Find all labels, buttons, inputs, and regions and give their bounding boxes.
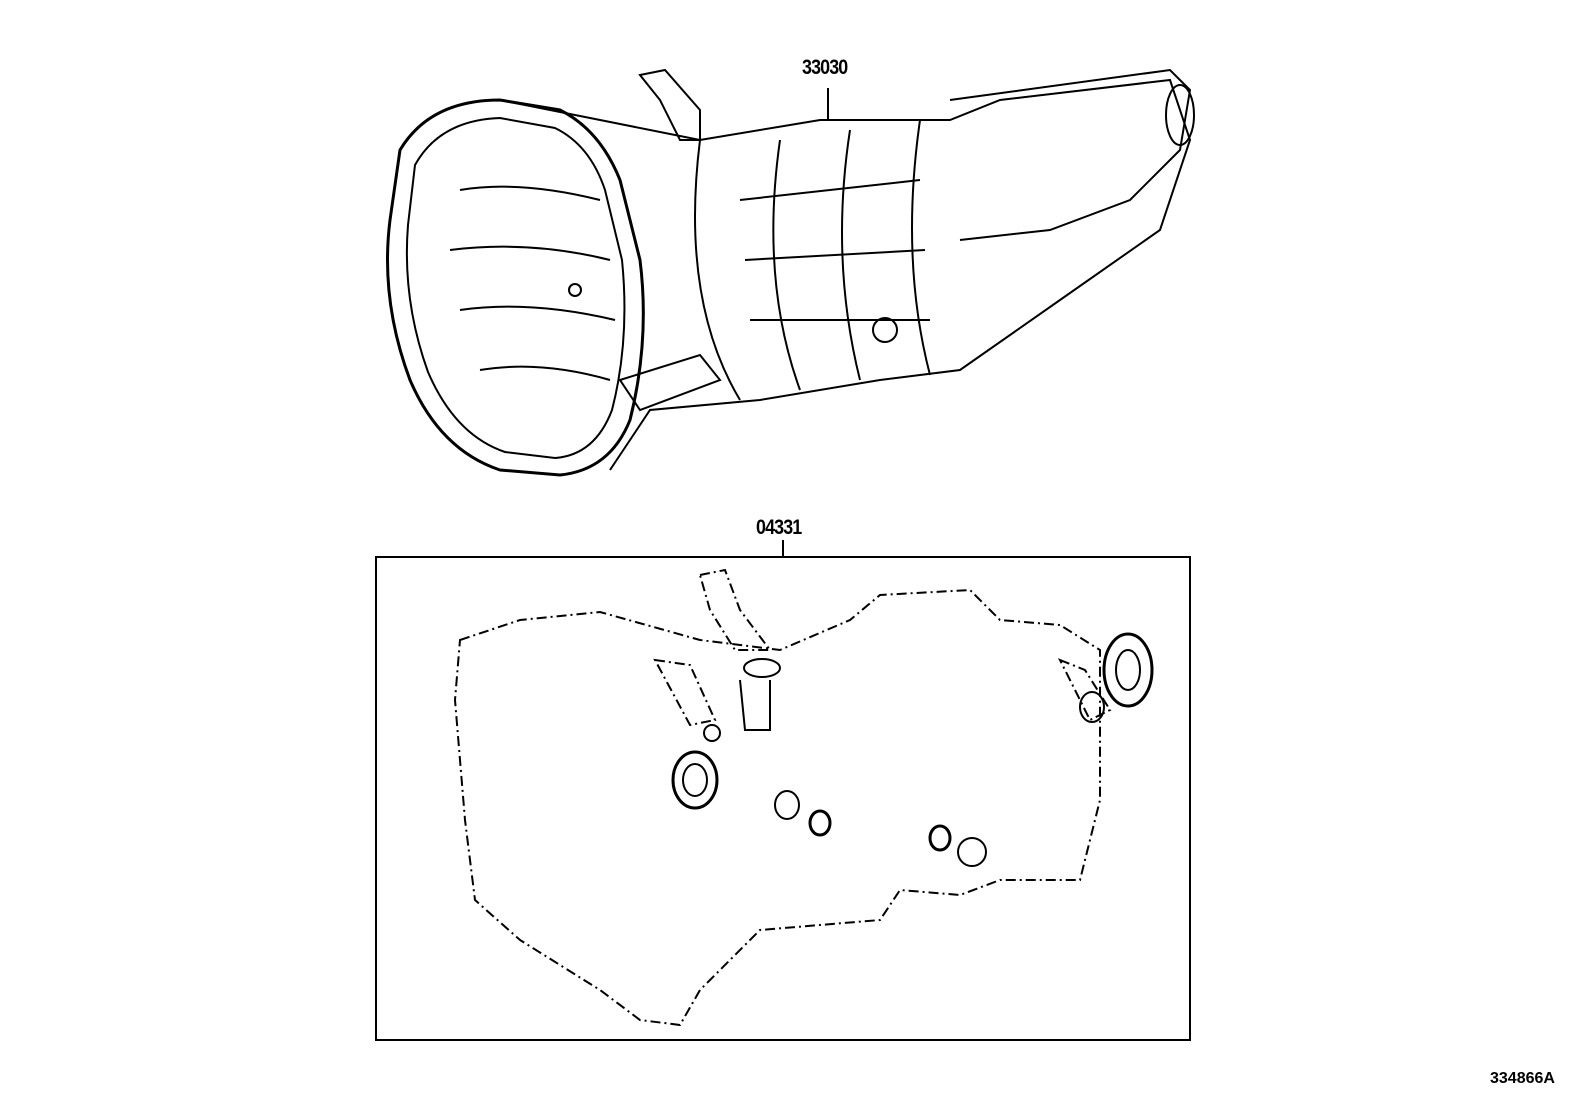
illustration-id: 334866A — [1490, 1070, 1555, 1087]
gasket-kit-box — [375, 540, 1191, 1041]
part-number-label-33030[interactable]: 33030 — [802, 56, 848, 79]
part-number-label-04331[interactable]: 04331 — [756, 516, 802, 539]
gasket-kit-drawing[interactable] — [453, 568, 1112, 1027]
transmission-assembly-drawing[interactable] — [386, 68, 1195, 477]
seal-parts-drawing[interactable] — [671, 632, 1154, 867]
